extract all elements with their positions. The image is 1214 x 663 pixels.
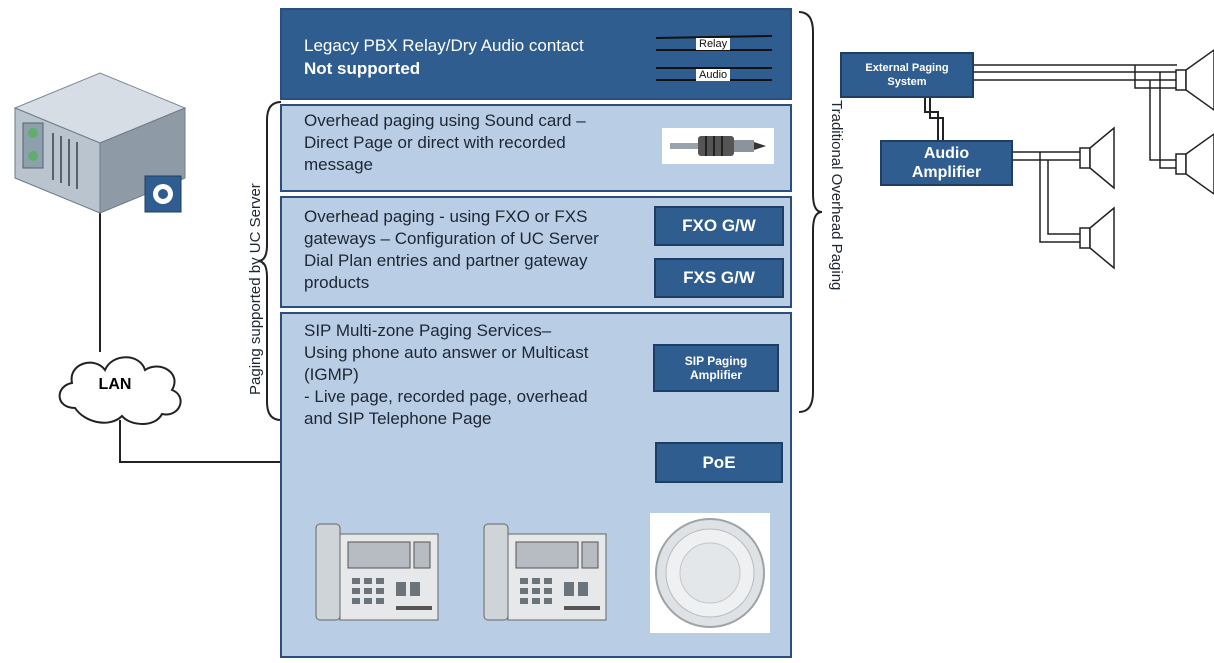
legacy-subtitle: Not supported <box>304 59 421 78</box>
left-brace <box>257 101 282 421</box>
audio-amplifier-box: Audio Amplifier <box>880 140 1013 186</box>
legacy-title: Legacy PBX Relay/Dry Audio contact <box>304 36 584 55</box>
sip-paging-amplifier-box: SIP Paging Amplifier <box>653 344 779 392</box>
audio-jack-icon <box>662 128 774 164</box>
speaker-icon <box>1175 49 1214 111</box>
lan-cloud-icon <box>58 356 182 425</box>
left-brace-label: Paging supported by UC Server <box>247 183 264 395</box>
ceiling-speaker-icon <box>650 513 770 633</box>
soundcard-panel: Overhead paging using Sound card – Direc… <box>280 104 792 192</box>
fxo-fxs-text: Overhead paging - using FXO or FXS gatew… <box>304 207 599 292</box>
external-paging-system-box: External Paging System <box>840 52 974 98</box>
lan-label: LAN <box>98 376 132 393</box>
audio-label: Audio <box>696 69 731 81</box>
poe-box: PoE <box>655 442 783 483</box>
speaker-icon <box>1079 126 1115 190</box>
soundcard-text: Overhead paging using Sound card – Direc… <box>304 111 586 174</box>
fxo-fxs-panel: Overhead paging - using FXO or FXS gatew… <box>280 196 792 308</box>
server-icon <box>13 72 187 214</box>
fxs-gateway-box: FXS G/W <box>654 258 784 298</box>
right-brace-label: Traditional Overhead Paging <box>828 100 845 291</box>
sip-text: SIP Multi-zone Paging Services– Using ph… <box>304 321 589 428</box>
ip-phone-icon <box>315 523 439 621</box>
legacy-pbx-panel: Legacy PBX Relay/Dry Audio contact Not s… <box>280 8 792 100</box>
relay-audio-icon <box>655 35 773 81</box>
relay-label: Relay <box>696 38 731 50</box>
right-brace <box>798 11 823 413</box>
fxo-gateway-box: FXO G/W <box>654 206 784 246</box>
speaker-icon <box>1175 133 1214 195</box>
speaker-icon <box>1079 206 1115 270</box>
ip-phone-icon <box>483 523 607 621</box>
